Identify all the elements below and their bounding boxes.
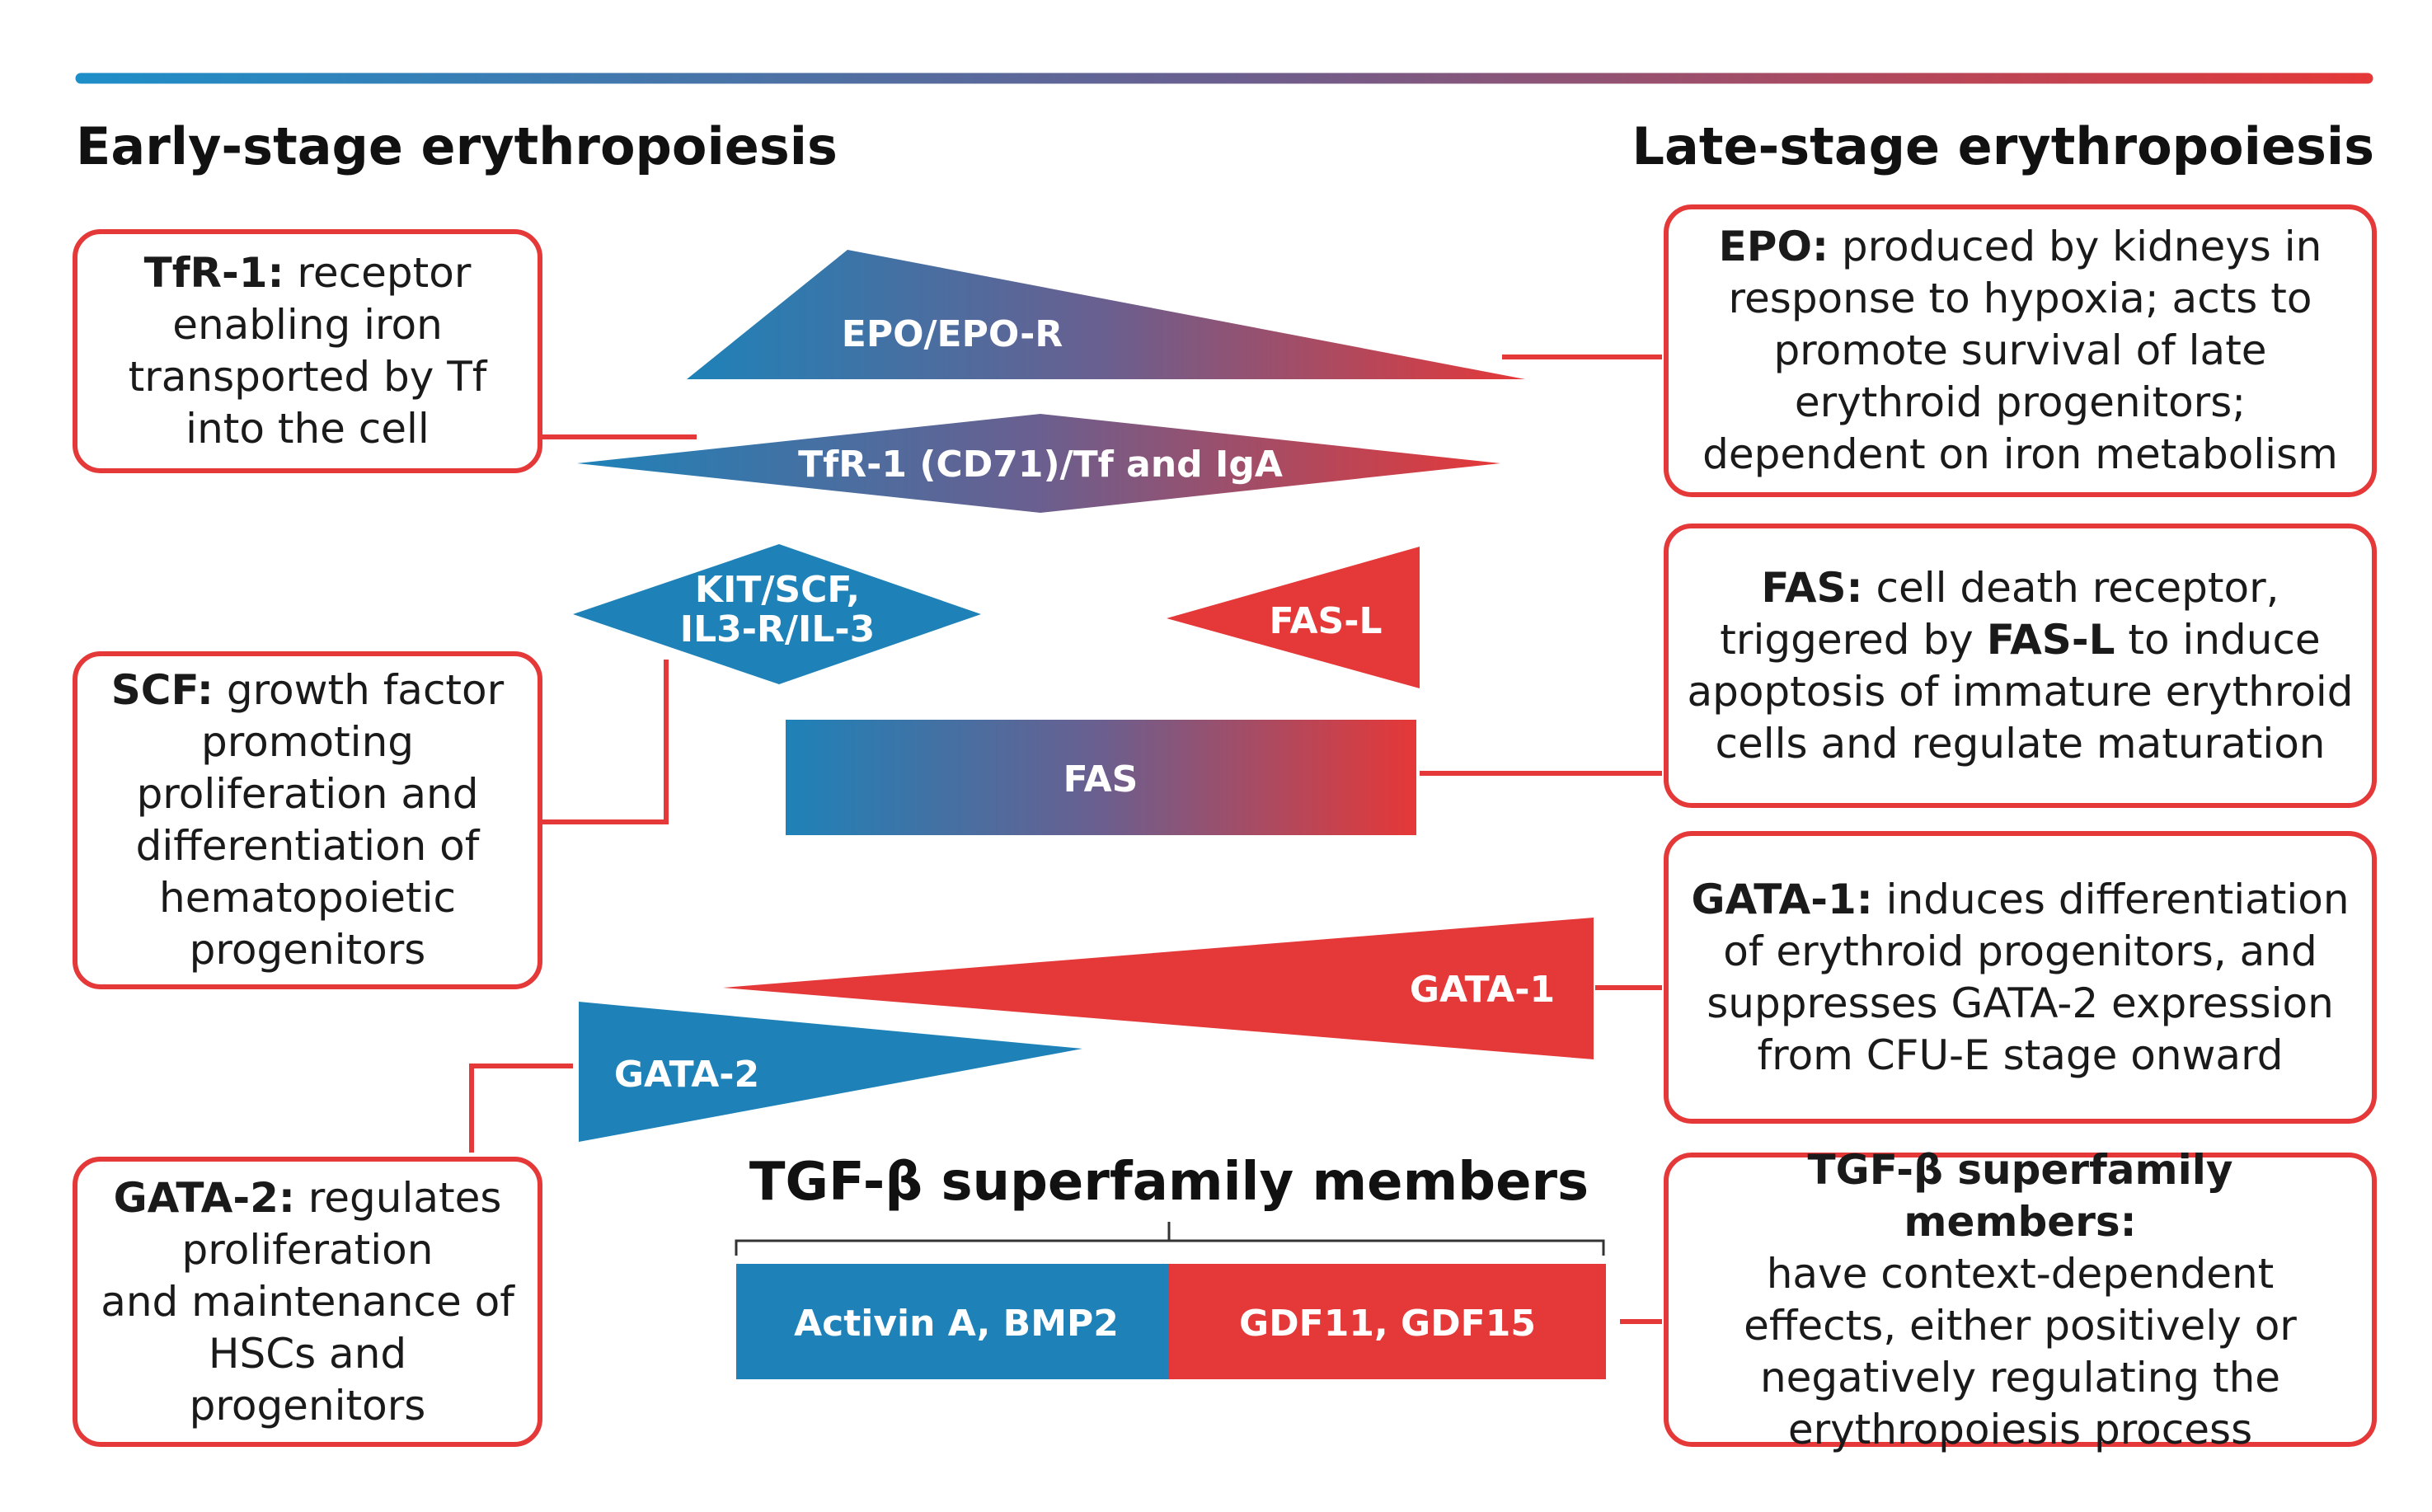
fas-term: FAS:	[1761, 563, 1863, 612]
fas-info-box: FAS: cell death receptor, triggered by F…	[1664, 524, 2377, 808]
epo-epor-triangle	[687, 250, 1525, 379]
epo-description: produced by kidneys in response to hypox…	[1702, 223, 2338, 478]
fas-description-2: to induce apoptosis of immature erythroi…	[1687, 615, 2354, 768]
epo-info-box: EPO: produced by kidneys in response to …	[1664, 204, 2377, 497]
epo-term: EPO:	[1718, 223, 1829, 270]
tfr1-description: receptor enabling iron transported by Tf…	[128, 249, 487, 453]
gata1-term: GATA-1:	[1691, 875, 1873, 923]
scf-info-box: SCF: growth factor promoting proliferati…	[73, 651, 542, 989]
fas-l-term: FAS-L	[1986, 615, 2115, 664]
gata1-triangle	[723, 918, 1594, 1059]
fas-l-label: FAS-L	[1269, 600, 1382, 642]
gata2-triangle	[579, 1002, 1082, 1142]
tgf-bracket	[735, 1239, 1605, 1256]
gata1-label: GATA-1	[1410, 969, 1555, 1011]
early-stage-heading: Early-stage erythropoiesis	[76, 116, 838, 176]
fas-description-1: cell death receptor, triggered by	[1720, 563, 2279, 664]
tgf-description: have context-dependent effects, either p…	[1744, 1249, 2297, 1453]
gata2-description-2: and maintenance of HSCs and progenitors	[101, 1277, 514, 1430]
fas-bar	[786, 720, 1416, 835]
fas-l-triangle	[1167, 547, 1420, 688]
tfr1-label: TfR-1 (CD71)/Tf and IgA	[798, 444, 1283, 486]
scf-description: growth factor promoting proliferation an…	[135, 666, 505, 974]
gata1-info-box: GATA-1: induces differentiation of eryth…	[1664, 831, 2377, 1124]
epo-epor-label: EPO/EPO-R	[842, 313, 1063, 355]
tfr1-diamond	[577, 414, 1500, 513]
tgf-title: TGF-β superfamily members	[749, 1152, 1589, 1213]
kit-scf-diamond	[573, 544, 981, 684]
tgf-bar-gdf	[1169, 1264, 1606, 1379]
scf-term: SCF:	[110, 666, 214, 714]
tfr1-info-box: TfR-1: receptor enabling iron transporte…	[73, 229, 542, 473]
tgf-gdf-label: GDF11, GDF15	[1239, 1303, 1536, 1345]
connector-scf	[540, 660, 669, 824]
kit-scf-label-line1: KIT/SCF,	[695, 569, 860, 611]
tgf-term: TGF-β superfamily members:	[1807, 1145, 2233, 1246]
tgf-activin-label: Activin A, BMP2	[794, 1303, 1119, 1345]
gata2-term: GATA-2:	[113, 1173, 295, 1222]
kit-scf-label-line2: IL3-R/IL-3	[680, 608, 876, 650]
fas-label: FAS	[1063, 758, 1139, 801]
gata2-label: GATA-2	[614, 1054, 759, 1096]
tgf-info-box: TGF-β superfamily members:have context-d…	[1664, 1146, 2377, 1453]
late-stage-heading: Late-stage erythropoiesis	[1632, 116, 2374, 176]
gata2-description-1: regulates proliferation	[181, 1173, 502, 1274]
tgf-bar-activin	[736, 1264, 1169, 1379]
connector-gata2	[469, 1064, 573, 1153]
gata1-description: induces differentiation of erythroid pro…	[1707, 875, 2350, 1079]
tfr1-term: TfR-1:	[143, 249, 284, 297]
